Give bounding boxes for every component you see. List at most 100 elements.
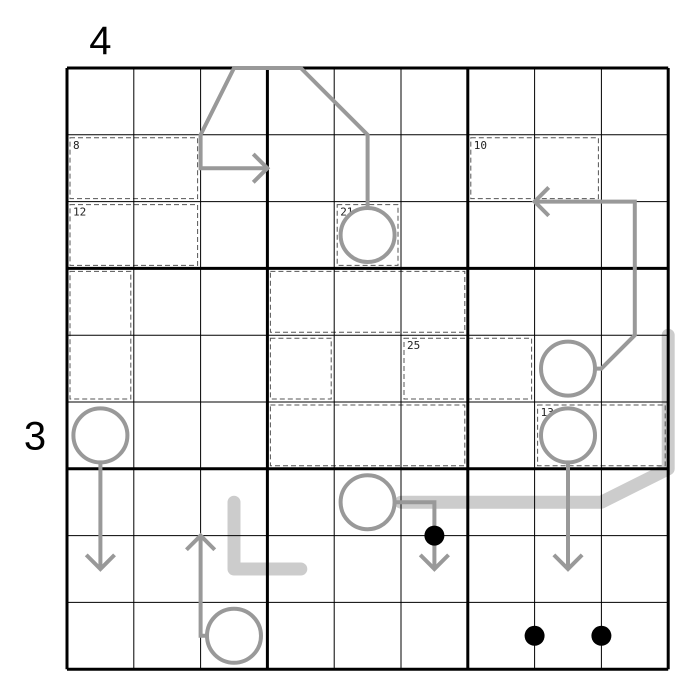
cell-r9c7[interactable]: [467, 602, 535, 670]
outside-clues: 43: [24, 19, 112, 458]
cell-r9c2[interactable]: [133, 602, 201, 670]
arrow-circle: [71, 406, 130, 465]
cell-r2c1[interactable]: [67, 134, 134, 202]
cell-r2c6[interactable]: [401, 134, 468, 202]
cage-sum: 10: [474, 139, 487, 152]
black-dot-3: [591, 625, 612, 646]
outside-clue-left: 3: [24, 414, 46, 458]
cage-6: [269, 270, 466, 333]
arrow-head: [552, 553, 584, 572]
grid-lines: [65, 66, 670, 671]
cell-r4c3[interactable]: [200, 268, 268, 336]
cell-r4c5[interactable]: [334, 268, 401, 336]
cell-r5c6[interactable]: [401, 335, 468, 402]
arrow-line: [394, 500, 437, 569]
cell-r6c4[interactable]: [267, 402, 335, 469]
black-dot-1: [424, 525, 445, 546]
cell-r1c8[interactable]: [534, 68, 602, 135]
cell-r6c7[interactable]: [467, 402, 535, 469]
cell-r1c3[interactable]: [200, 68, 268, 135]
cell-r5c1[interactable]: [67, 335, 134, 402]
cell-r9c8[interactable]: [534, 602, 602, 670]
cell-r4c7[interactable]: [467, 268, 535, 336]
cell-r1c5[interactable]: [334, 68, 401, 135]
dots-layer: [424, 525, 612, 646]
cell-r6c6[interactable]: [401, 402, 468, 469]
cell-r4c6[interactable]: [401, 268, 468, 336]
arrow-head: [185, 532, 217, 552]
cell-r4c8[interactable]: [534, 268, 602, 336]
cell-r3c4[interactable]: [267, 201, 335, 269]
cell-r4c1[interactable]: [67, 268, 134, 336]
cell-r1c4[interactable]: [267, 68, 335, 135]
cage-sum: 25: [407, 339, 420, 352]
cell-r9c5[interactable]: [334, 602, 401, 670]
cell-r5c4[interactable]: [267, 335, 335, 402]
cell-r2c4[interactable]: [267, 134, 335, 202]
black-dot-2: [524, 625, 545, 646]
cell-r3c6[interactable]: [401, 201, 468, 269]
arrow-clue-1: [198, 66, 397, 264]
arrow-clue-3: [71, 406, 130, 572]
cage-outline: [269, 337, 332, 400]
cell-r2c2[interactable]: [133, 134, 201, 202]
cell-r5c5[interactable]: [334, 335, 401, 402]
cell-r1c1[interactable]: [67, 68, 134, 135]
cell-r3c1[interactable]: [67, 201, 134, 269]
cage-outline: [269, 404, 466, 467]
cage-sum: 12: [73, 206, 86, 219]
cell-r6c5[interactable]: [334, 402, 401, 469]
cell-r6c9[interactable]: [601, 402, 669, 469]
cell-r3c2[interactable]: [133, 201, 201, 269]
cell-r5c3[interactable]: [200, 335, 268, 402]
cage-9: [269, 404, 466, 467]
arrow-clue-4: [185, 532, 263, 665]
arrows-layer: [71, 66, 637, 665]
arrow-circle: [539, 406, 597, 465]
cell-r1c6[interactable]: [401, 68, 468, 135]
cell-r1c7[interactable]: [467, 68, 535, 135]
cell-r7c4[interactable]: [267, 468, 335, 536]
cell-r5c2[interactable]: [133, 335, 201, 402]
cell-r2c7[interactable]: [467, 134, 535, 202]
arrow-circle: [338, 473, 397, 532]
arrow-line: [534, 199, 637, 371]
cell-r9c9[interactable]: [601, 602, 669, 670]
cell-r9c1[interactable]: [67, 602, 134, 670]
cell-r4c2[interactable]: [133, 268, 201, 336]
arrow-head: [251, 152, 271, 184]
arrow-head: [84, 553, 116, 572]
cell-r5c7[interactable]: [467, 335, 535, 402]
cell-r3c7[interactable]: [467, 201, 535, 269]
cell-r2c9[interactable]: [601, 134, 669, 202]
arrow-clue-5: [338, 473, 450, 572]
cell-r7c2[interactable]: [133, 468, 201, 536]
arrow-clue-2: [531, 186, 637, 398]
cell-r9c6[interactable]: [401, 602, 468, 670]
cell-r5c9[interactable]: [601, 335, 669, 402]
cage-sum: 8: [73, 139, 80, 152]
arrow-line: [198, 66, 370, 208]
cell-r6c2[interactable]: [133, 402, 201, 469]
cage-outline: [336, 204, 399, 266]
cell-r8c5[interactable]: [334, 535, 401, 603]
cell-r6c3[interactable]: [200, 402, 268, 469]
arrow-line: [198, 535, 207, 638]
arrow-circle: [539, 339, 597, 398]
arrow-circle: [338, 206, 397, 264]
cell-r9c4[interactable]: [267, 602, 335, 670]
arrow-head: [418, 553, 450, 572]
cage-outline: [269, 270, 466, 333]
cell-r1c9[interactable]: [601, 68, 669, 135]
cell-r1c2[interactable]: [133, 68, 201, 135]
arrow-circle: [205, 606, 263, 665]
thermometer-1: [227, 495, 308, 576]
cell-r4c4[interactable]: [267, 268, 335, 336]
arrow-clue-6: [539, 406, 597, 572]
cage-7: [269, 337, 332, 400]
outside-clue-top: 4: [89, 19, 111, 63]
cell-r3c3[interactable]: [200, 201, 268, 269]
cell-r8c7[interactable]: [467, 535, 535, 603]
cell-r8c9[interactable]: [601, 535, 669, 603]
